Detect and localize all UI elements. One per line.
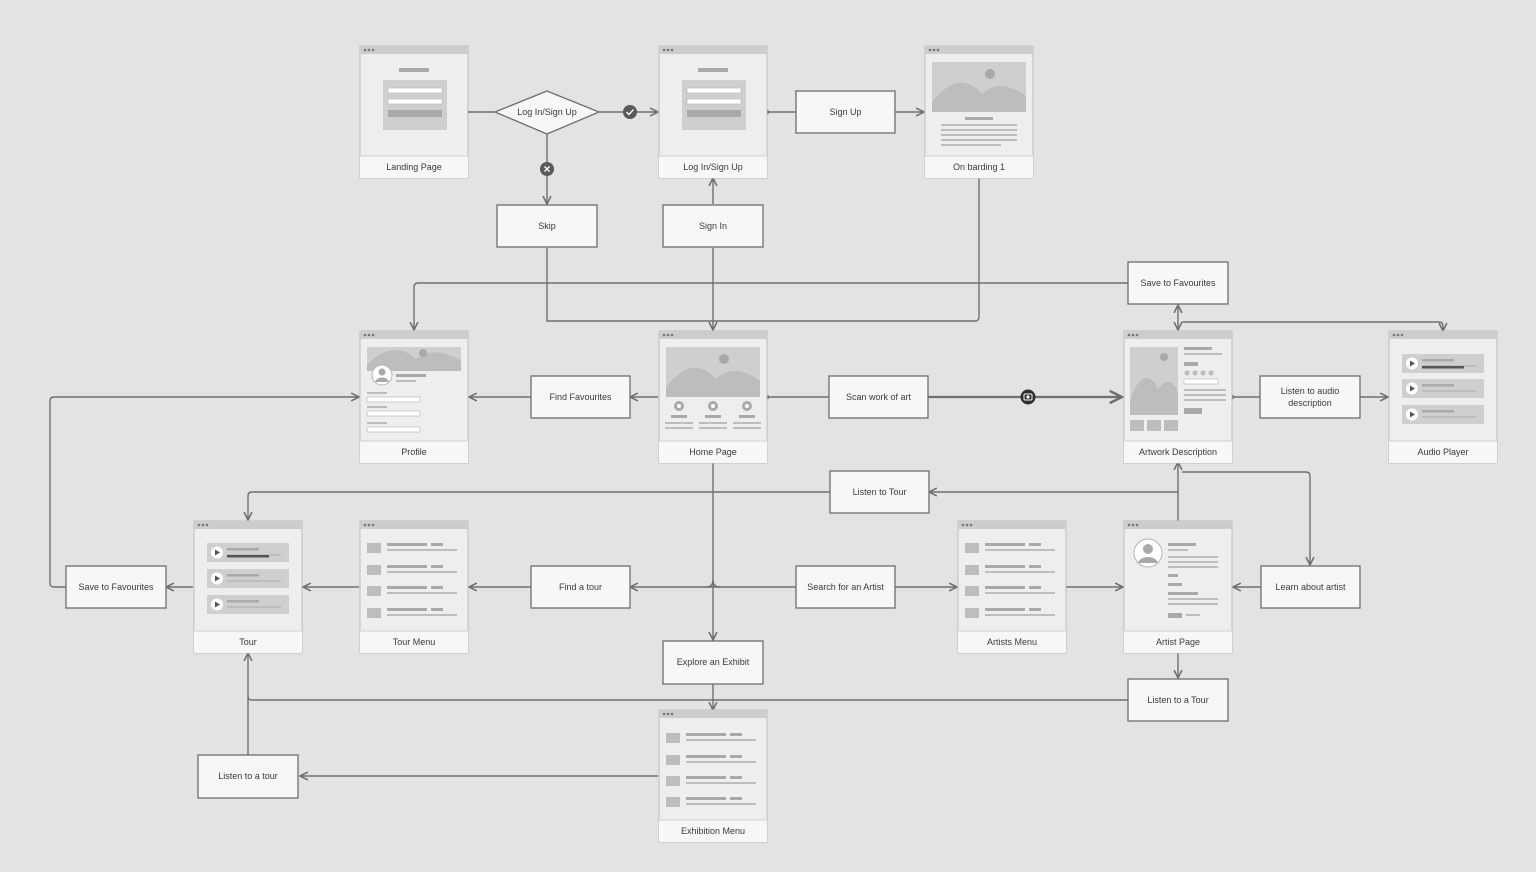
screen-artists-menu[interactable]: Artists Menu xyxy=(957,520,1067,654)
action-listen-to-a-tour[interactable]: Listen to a Tour xyxy=(1127,678,1229,722)
screen-label: Profile xyxy=(401,447,427,457)
screen-label: Artists Menu xyxy=(987,637,1037,647)
screen-home-page[interactable]: Home Page xyxy=(658,330,768,464)
action-label-line-1: Listen to audio xyxy=(1281,386,1340,396)
action-label: Save to Favourites xyxy=(78,582,154,592)
action-sign-in[interactable]: Sign In xyxy=(662,204,764,248)
screen-label: Home Page xyxy=(689,447,737,457)
action-explore-an-exhibit[interactable]: Explore an Exhibit xyxy=(662,640,764,685)
action-listen-to-a-tour-lower[interactable]: Listen to a tour xyxy=(197,754,299,799)
action-label: Listen to a Tour xyxy=(1147,695,1208,705)
action-find-favourites[interactable]: Find Favourites xyxy=(530,375,631,419)
action-find-a-tour[interactable]: Find a tour xyxy=(530,565,631,609)
action-label: Find a tour xyxy=(559,582,602,592)
screen-label: Tour xyxy=(239,637,257,647)
action-label: Learn about artist xyxy=(1275,582,1346,592)
action-label: Save to Favourites xyxy=(1140,278,1216,288)
screen-audio-player[interactable]: Audio Player xyxy=(1388,330,1498,464)
screen-login[interactable]: Log In/Sign Up xyxy=(658,45,768,179)
action-scan-work-of-art[interactable]: Scan work of art xyxy=(828,375,929,419)
action-label-line-2: description xyxy=(1288,398,1332,408)
screen-tour-menu[interactable]: Tour Menu xyxy=(359,520,469,654)
action-label: Sign In xyxy=(699,221,727,231)
screen-exhibition-menu[interactable]: Exhibition Menu xyxy=(658,709,768,843)
action-listen-to-tour[interactable]: Listen to Tour xyxy=(829,470,930,514)
screen-label: Artwork Description xyxy=(1139,447,1217,457)
action-label: Explore an Exhibit xyxy=(677,657,750,667)
screen-tour[interactable]: Tour xyxy=(193,520,303,654)
action-label: Search for an Artist xyxy=(807,582,884,592)
action-listen-to-audio-description[interactable]: Listen to audio description xyxy=(1259,375,1361,419)
edges xyxy=(49,112,1443,776)
action-save-to-favourites-top[interactable]: Save to Favourites xyxy=(1127,261,1229,305)
action-save-to-favourites-left[interactable]: Save to Favourites xyxy=(65,565,167,609)
screen-artwork-description[interactable]: Artwork Description xyxy=(1123,330,1233,464)
screen-label: Exhibition Menu xyxy=(681,826,745,836)
screen-label: Tour Menu xyxy=(393,637,436,647)
screen-onboarding[interactable]: On barding 1 xyxy=(924,45,1034,179)
action-label: Sign Up xyxy=(829,107,861,117)
decision-login-label: Log In/Sign Up xyxy=(517,107,577,117)
action-label: Scan work of art xyxy=(846,392,912,402)
screen-label: On barding 1 xyxy=(953,162,1005,172)
action-skip[interactable]: Skip xyxy=(496,204,598,248)
screen-artist-page[interactable]: Artist Page xyxy=(1123,520,1233,654)
screen-label: Landing Page xyxy=(386,162,442,172)
action-label: Find Favourites xyxy=(549,392,612,402)
screen-label: Log In/Sign Up xyxy=(683,162,743,172)
action-search-for-an-artist[interactable]: Search for an Artist xyxy=(795,565,896,609)
screen-label: Artist Page xyxy=(1156,637,1200,647)
camera-icon xyxy=(1020,389,1036,405)
screen-label: Audio Player xyxy=(1417,447,1468,457)
x-circle-icon xyxy=(540,162,554,176)
screen-profile[interactable]: Profile xyxy=(359,330,469,464)
action-label: Listen to a tour xyxy=(218,771,278,781)
decision-login[interactable]: Log In/Sign Up xyxy=(493,90,601,135)
action-label: Listen to Tour xyxy=(853,487,907,497)
action-sign-up[interactable]: Sign Up xyxy=(795,90,896,134)
screen-landing-page[interactable]: Landing Page xyxy=(359,45,469,179)
action-learn-about-artist[interactable]: Learn about artist xyxy=(1260,565,1361,609)
action-label: Skip xyxy=(538,221,556,231)
check-circle-icon xyxy=(623,105,637,119)
